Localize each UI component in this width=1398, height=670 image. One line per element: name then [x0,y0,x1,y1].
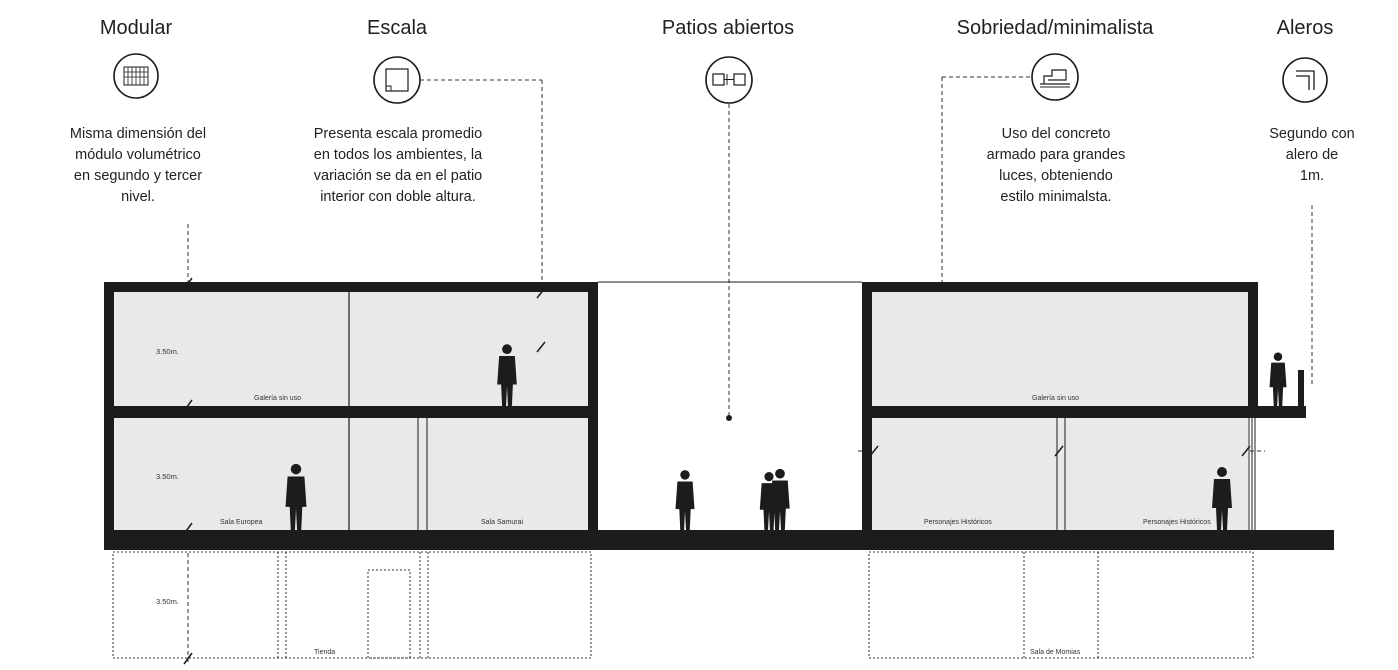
concept-desc-sobriedad: Uso del concreto armado para grandes luc… [986,126,1126,205]
modular-grid-icon [113,53,159,99]
patio-plan-icon [705,56,753,104]
patio-leader-dot [726,415,732,421]
partitions [348,292,1256,530]
level-ticks [183,277,1251,665]
ground-slab [104,530,1334,550]
eave-parapet [1298,370,1304,410]
concept-title-sobriedad: Sobriedad/minimalista [956,17,1154,39]
concept-desc-modular: Misma dimensión del módulo volumétrico e… [69,126,207,205]
room-label-sala-samurai: Sala Samurai [481,519,523,526]
person-silhouette [675,470,695,530]
concept-desc-aleros: Segundo con alero de 1m. [1269,126,1355,184]
concept-title-aleros: Aleros [1276,17,1334,39]
wall-right-upper [1248,282,1258,408]
level-label-middle: 3.50m. [156,472,179,481]
concept-desc-escala: Presenta escala promedio en todos los am… [313,126,483,205]
person-silhouette [1269,352,1287,406]
floor-slab-left [104,406,598,418]
room-label-galeria-left: Galería sin uso [254,395,301,402]
concept-title-patios: Patios abiertos [661,17,795,39]
minimal-volume-icon [1031,53,1079,101]
room-label-personajes-1: Personajes Históricos [924,519,992,526]
room-label-personajes-2: Personajes Históricos [1143,519,1211,526]
concept-title-escala: Escala [366,17,428,39]
roof-slab-right [862,282,1258,292]
room-label-sala-europea: Sala Europea [220,519,263,526]
scale-square-icon [373,56,421,104]
concept-title-modular: Modular [99,17,173,39]
room-label-sala-momias: Sala de Momias [1030,649,1081,656]
level-label-basement: 3.50m. [156,597,179,606]
room-label-tienda: Tienda [314,649,335,656]
basement-outlines [112,551,1254,659]
roof-slab-left [104,282,598,292]
room-label-galeria-right: Galería sin uso [1032,395,1079,402]
structure [104,282,1334,550]
level-label-upper: 3.50m. [156,347,179,356]
eave-icon [1282,57,1328,103]
floor-slab-right-eave [862,406,1306,418]
